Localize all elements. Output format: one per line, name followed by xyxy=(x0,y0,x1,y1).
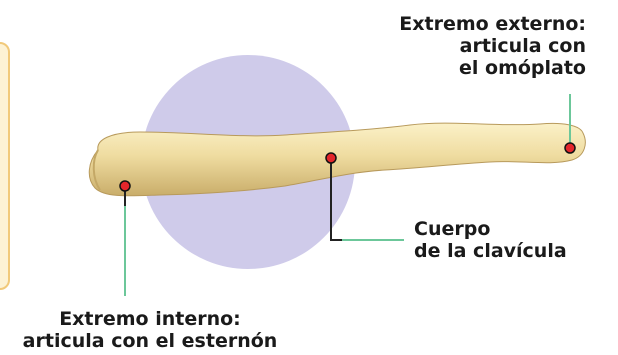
internal-end-label: Extremo interno: articula con el esternó… xyxy=(0,308,300,352)
body-label-line1: Cuerpo xyxy=(414,218,567,240)
internal-end-label-line1: Extremo interno: xyxy=(0,308,300,330)
body-label: Cuerpo de la clavícula xyxy=(414,218,567,262)
internal-end-label-line2: articula con el esternón xyxy=(0,330,300,352)
body-label-line2: de la clavícula xyxy=(414,240,567,262)
external-end-label-line1: Extremo externo: xyxy=(399,13,586,35)
internal-end-marker xyxy=(120,181,130,191)
external-end-label: Extremo externo: articula con el omóplat… xyxy=(399,13,586,79)
external-end-label-line3: el omóplato xyxy=(399,57,586,79)
body-marker xyxy=(326,153,336,163)
external-end-marker xyxy=(565,143,575,153)
external-end-label-line2: articula con xyxy=(399,35,586,57)
